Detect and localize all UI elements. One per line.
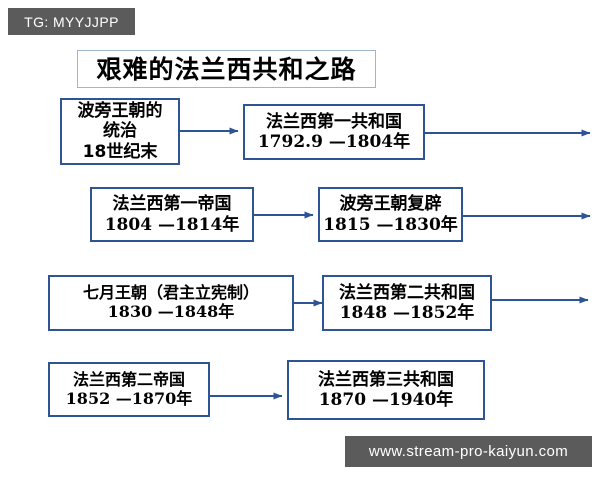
node-second-empire-line2: 1852 —1870年 (65, 388, 193, 408)
diagram-title-box: 艰难的法兰西共和之路 (77, 50, 376, 88)
node-second-republic[interactable]: 法兰西第二共和国 1848 —1852年 (322, 275, 492, 331)
node-third-republic-line2: 1870 —1940年 (318, 390, 454, 410)
node-bourbon-rule[interactable]: 波旁王朝的 统治 18世纪末 (60, 98, 180, 165)
node-second-empire-line1: 法兰西第二帝国 (72, 369, 185, 389)
node-first-republic[interactable]: 法兰西第一共和国 1792.9 —1804年 (243, 104, 425, 160)
node-third-republic-line1: 法兰西第三共和国 (318, 369, 454, 390)
node-second-republic-line1: 法兰西第二共和国 (339, 282, 475, 303)
node-second-republic-line2: 1848 —1852年 (339, 303, 475, 323)
node-first-republic-line2: 1792.9 —1804年 (257, 132, 411, 152)
node-third-republic[interactable]: 法兰西第三共和国 1870 —1940年 (287, 360, 485, 420)
node-july-monarchy-line2: 1830 —1848年 (107, 302, 235, 321)
node-first-republic-line1: 法兰西第一共和国 (266, 111, 402, 132)
page-title: 艰难的法兰西共和之路 (96, 54, 357, 84)
node-bourbon-rule-line1: 波旁王朝的 (77, 101, 163, 122)
node-july-monarchy[interactable]: 七月王朝（君主立宪制） 1830 —1848年 (48, 275, 294, 331)
node-july-monarchy-line1: 七月王朝（君主立宪制） (82, 283, 259, 303)
telegram-watermark-badge: TG: MYYJJPP (8, 8, 135, 35)
node-first-empire-line1: 法兰西第一帝国 (112, 194, 232, 215)
node-bourbon-rule-line2: 统治 (103, 121, 137, 142)
node-bourbon-restoration-line2: 1815 —1830年 (323, 214, 458, 235)
telegram-watermark-text: TG: MYYJJPP (24, 13, 119, 30)
node-bourbon-restoration[interactable]: 波旁王朝复辟 1815 —1830年 (318, 187, 463, 242)
node-first-empire[interactable]: 法兰西第一帝国 1804 —1814年 (90, 187, 254, 242)
node-bourbon-restoration-line1: 波旁王朝复辟 (339, 194, 442, 215)
node-second-empire[interactable]: 法兰西第二帝国 1852 —1870年 (48, 362, 210, 417)
site-watermark-text: www.stream-pro-kaiyun.com (368, 443, 569, 460)
site-watermark-badge: www.stream-pro-kaiyun.com (345, 436, 592, 467)
node-first-empire-line2: 1804 —1814年 (104, 214, 240, 235)
node-bourbon-rule-line3: 18世纪末 (82, 141, 158, 162)
